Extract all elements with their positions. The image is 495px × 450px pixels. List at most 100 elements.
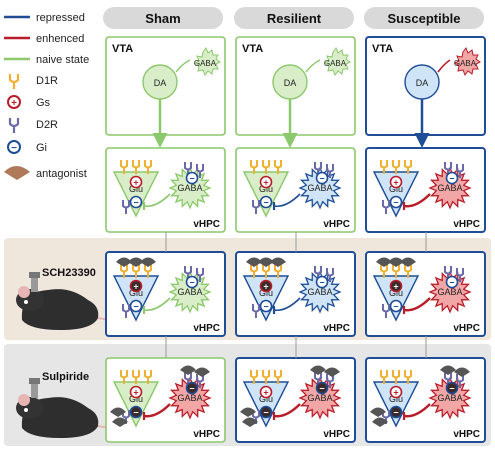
svg-text:−: − <box>133 408 138 418</box>
svg-text:+: + <box>393 388 398 398</box>
antagonist-icon <box>242 417 258 427</box>
legend-gi-label: Gi <box>36 142 47 154</box>
gs-icon <box>389 385 403 399</box>
gs-icon <box>389 279 403 293</box>
svg-text:−: − <box>133 302 138 312</box>
vhpc-panel-sham-sulpiride: Glu+−GABA−vHPC <box>105 357 226 443</box>
gs-icon <box>129 175 143 189</box>
gi-icon <box>389 405 403 419</box>
antagonist-icon <box>310 365 326 375</box>
d1r-receptor-icon <box>262 160 270 174</box>
d1r-receptor-icon <box>8 74 20 89</box>
d2r-receptor-icon <box>326 374 334 388</box>
vhpc-label: vHPC <box>193 323 220 334</box>
svg-text:VTA: VTA <box>372 43 393 55</box>
d2r-receptor-icon <box>196 268 204 282</box>
d1r-receptor-icon <box>404 370 412 384</box>
d1r-receptor-icon <box>144 160 152 174</box>
d1r-receptor-icon <box>404 160 412 174</box>
gi-icon <box>315 171 329 185</box>
gi-icon <box>445 275 459 289</box>
svg-text:−: − <box>263 198 268 208</box>
svg-text:−: − <box>393 198 398 208</box>
d2r-receptor-icon <box>456 164 464 178</box>
svg-text:−: − <box>319 278 324 288</box>
gaba-glu-connection <box>403 403 431 418</box>
gaba-label: GABA <box>307 393 332 403</box>
vta-panel-sham: VTA DA GABA <box>105 36 226 148</box>
gs-icon <box>389 175 403 189</box>
gaba-label: GABA <box>437 393 462 403</box>
d1r-receptor-icon <box>274 264 282 278</box>
antagonist-icon <box>454 367 470 377</box>
antagonist-icon <box>376 257 392 267</box>
gaba-label: GABA <box>177 287 202 297</box>
svg-text:Sham: Sham <box>145 11 180 26</box>
d1r-receptor-icon <box>144 370 152 384</box>
gi-icon <box>445 171 459 185</box>
vhpc-panel-resilient-sch23390: Glu+−GABA−vHPC <box>235 251 356 337</box>
legend-d1r-label: D1R <box>36 75 58 87</box>
d1r-receptor-icon <box>404 264 412 278</box>
vta-panel-resilient: VTA DA GABA <box>235 36 356 148</box>
d2r-receptor-icon <box>122 304 130 318</box>
d1r-receptor-icon <box>380 370 388 384</box>
d1r-receptor-icon <box>132 264 140 278</box>
d1r-receptor-icon <box>262 264 270 278</box>
d2r-receptor-icon <box>326 268 334 282</box>
gaba-glu-connection <box>273 403 301 418</box>
gaba-glu-connection <box>143 403 171 418</box>
antagonist-icon <box>110 407 126 417</box>
antagonist-icon <box>270 257 286 267</box>
svg-text:GABA: GABA <box>194 59 217 68</box>
svg-text:+: + <box>393 178 398 188</box>
svg-text:DA: DA <box>416 78 429 88</box>
d1r-receptor-icon <box>132 160 140 174</box>
legend-d2r-label: D2R <box>36 119 58 131</box>
d1r-receptor-icon <box>392 264 400 278</box>
antagonist-icon <box>128 257 144 267</box>
legend-naive-label: naive state <box>36 54 89 66</box>
d2r-receptor-icon <box>382 200 390 214</box>
d1r-receptor-icon <box>380 160 388 174</box>
svg-text:−: − <box>449 384 454 394</box>
svg-text:+: + <box>263 178 268 188</box>
d2r-receptor-icon <box>122 200 130 214</box>
d1r-receptor-icon <box>120 370 128 384</box>
gaba-interneuron <box>324 46 351 77</box>
svg-text:−: − <box>449 174 454 184</box>
vhpc-label: vHPC <box>323 219 350 230</box>
vhpc-panels: Glu+−GABA−vHPCGlu+−GABA−vHPCGlu+−GABA−vH… <box>105 147 486 443</box>
column-header-susceptible: Susceptible <box>364 7 484 29</box>
gi-icon <box>389 299 403 313</box>
glu-label: Glu <box>129 184 143 194</box>
antagonist-icon <box>258 257 274 267</box>
d2r-receptor-icon <box>456 374 464 388</box>
column-header-resilient: Resilient <box>234 7 354 29</box>
vhpc-label: vHPC <box>323 429 350 440</box>
svg-text:VTA: VTA <box>242 43 263 55</box>
gi-icon <box>315 275 329 289</box>
vta-panel-susceptible: VTA DA GABA <box>365 36 486 148</box>
svg-text:−: − <box>319 384 324 394</box>
antagonist-icon <box>400 257 416 267</box>
svg-text:−: − <box>189 278 194 288</box>
vhpc-panel-susceptible-sulpiride: Glu+−GABA−vHPC <box>365 357 486 443</box>
legend-enhenced-label: enhenced <box>36 33 84 45</box>
d1r-receptor-icon <box>274 160 282 174</box>
svg-text:−: − <box>319 174 324 184</box>
vhpc-panel-susceptible-sch23390: Glu+−GABA−vHPC <box>365 251 486 337</box>
gi-icon <box>185 275 199 289</box>
d1r-receptor-icon <box>392 160 400 174</box>
vhpc-panel-susceptible-baseline: Glu+−GABA−vHPC <box>365 147 486 233</box>
svg-text:−: − <box>133 198 138 208</box>
d2r-receptor-icon <box>252 304 260 318</box>
legend-gs-label: Gs <box>36 97 51 109</box>
d2r-receptor-icon <box>252 200 260 214</box>
vhpc-label: vHPC <box>453 323 480 334</box>
d2r-receptor-icon <box>196 164 204 178</box>
d1r-receptor-icon <box>250 264 258 278</box>
gs-icon <box>259 385 273 399</box>
gaba-label: GABA <box>437 183 462 193</box>
